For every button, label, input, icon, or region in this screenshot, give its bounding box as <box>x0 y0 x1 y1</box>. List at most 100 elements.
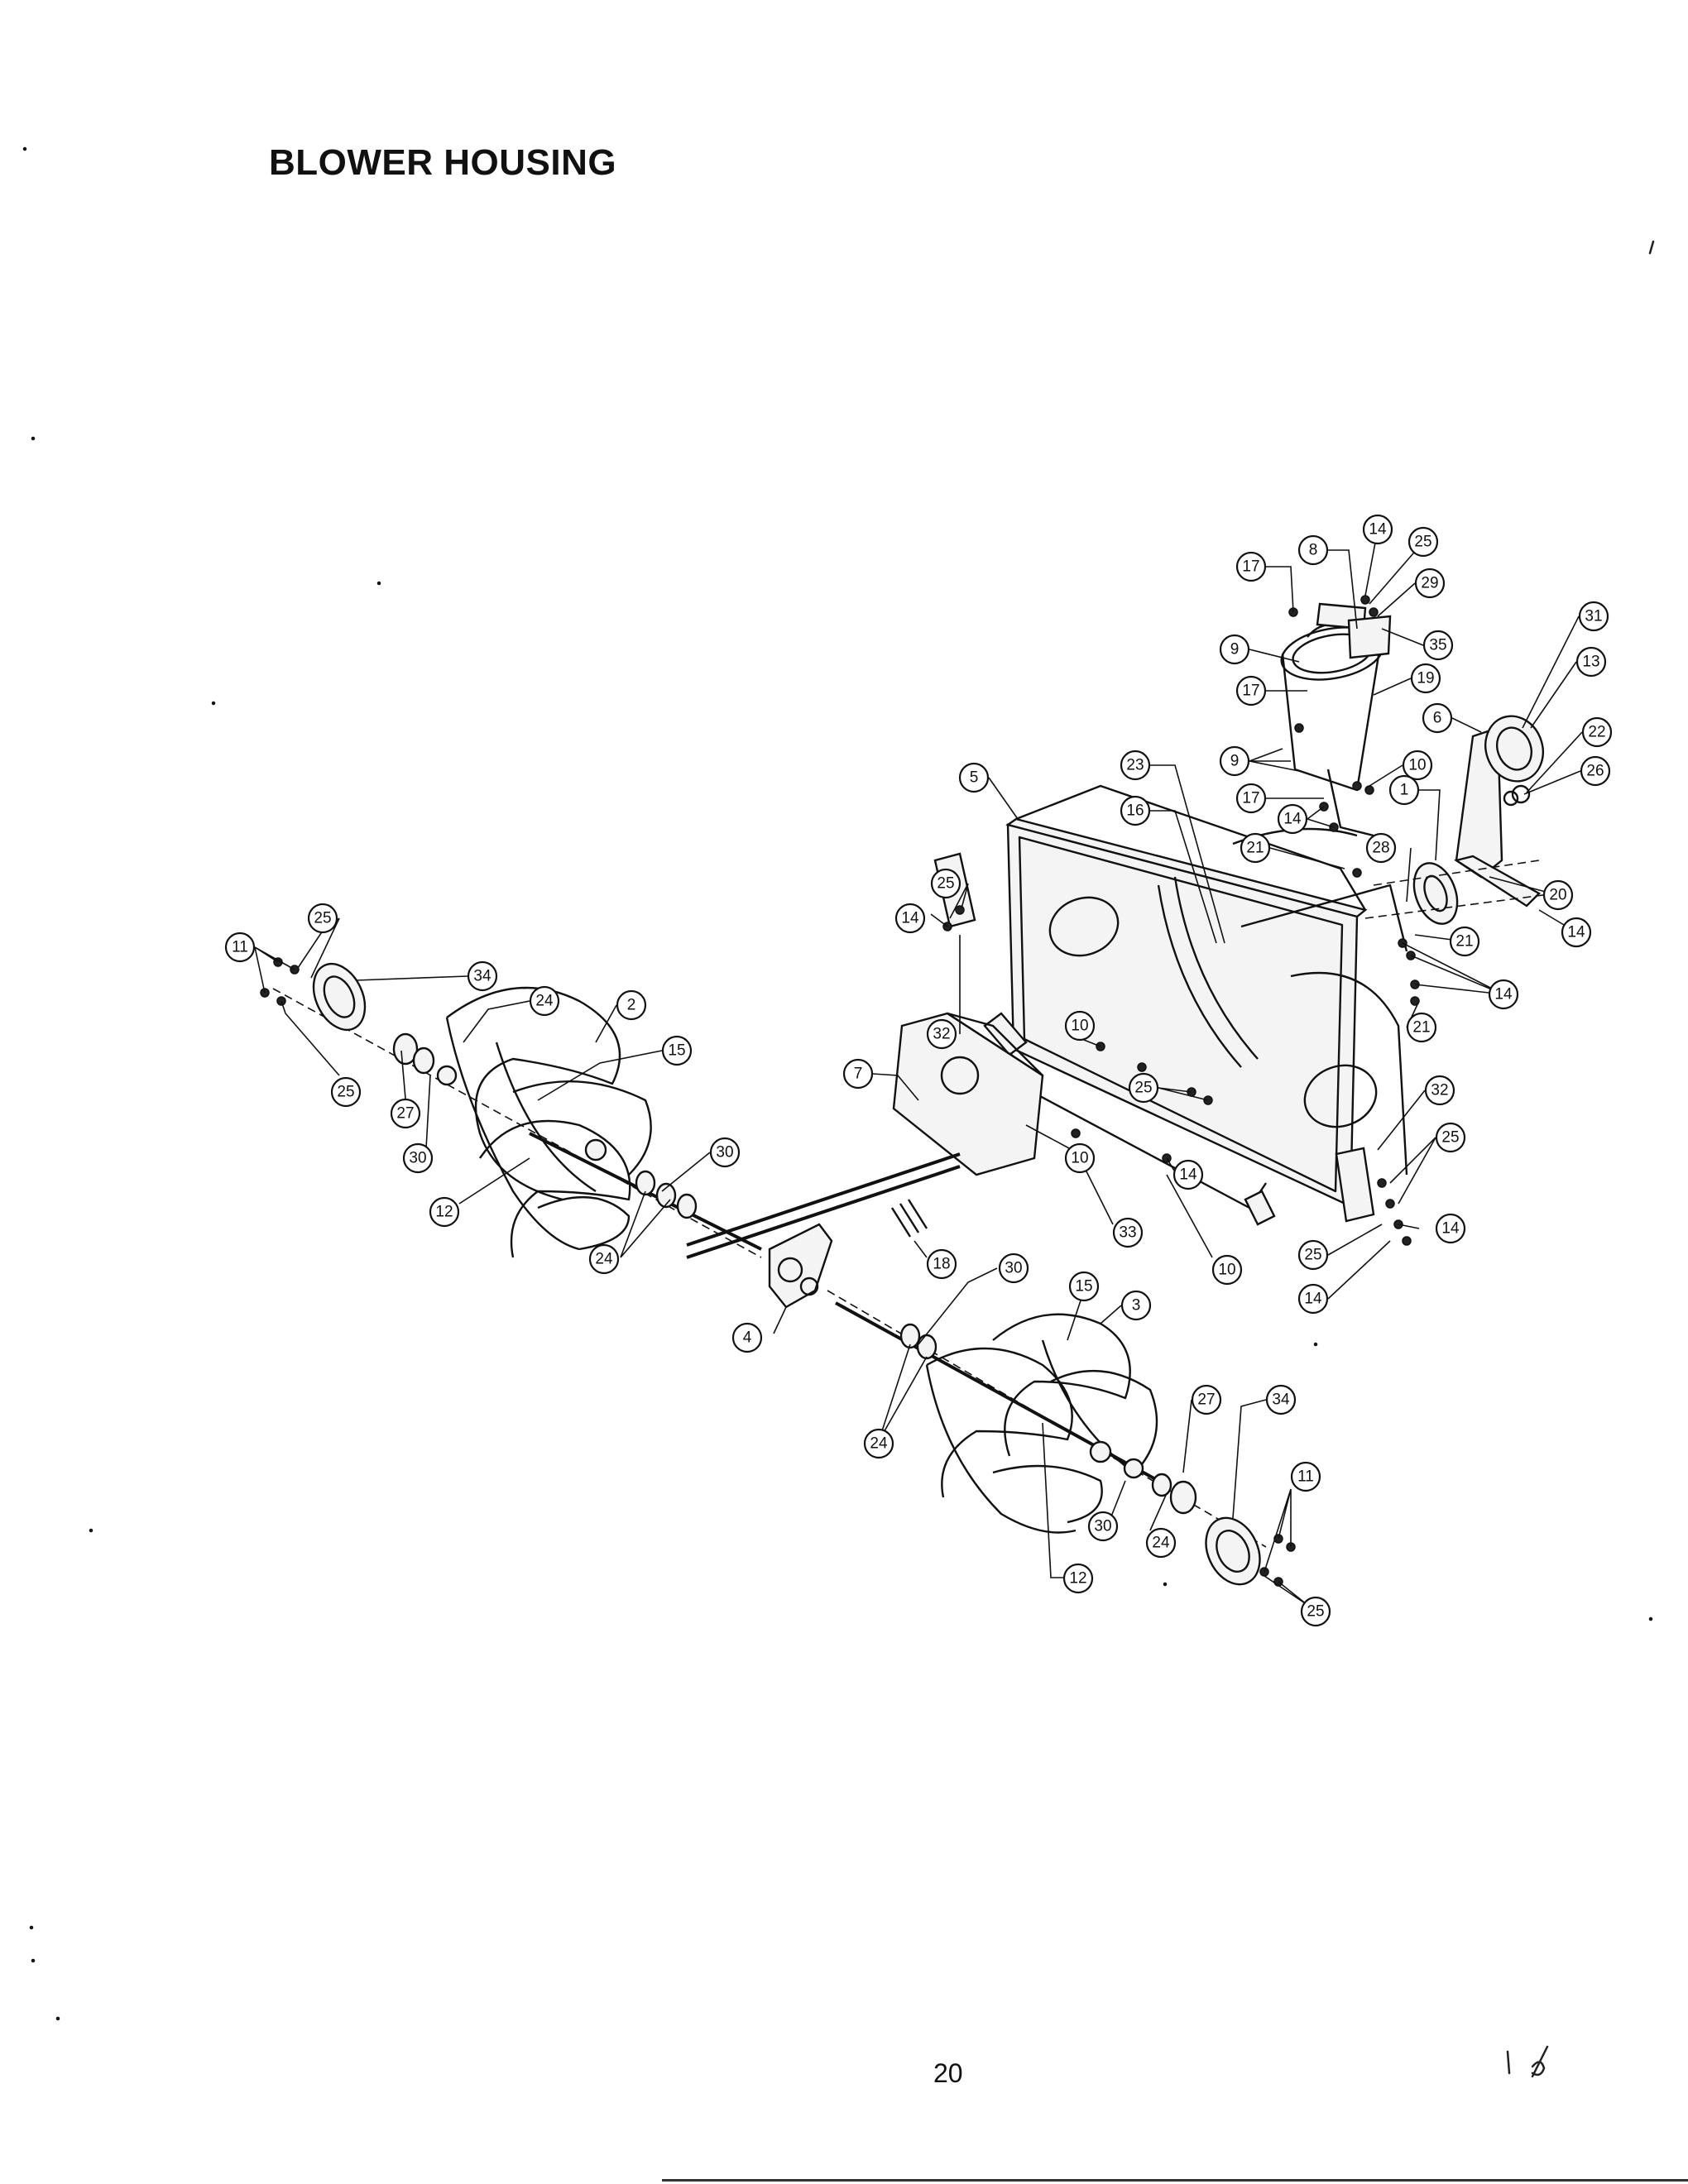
callout: 25 <box>307 903 338 934</box>
callout: 14 <box>1172 1159 1204 1190</box>
callout-label: 10 <box>1071 1018 1088 1035</box>
callout: 12 <box>429 1196 460 1228</box>
callout-label: 13 <box>1582 654 1599 671</box>
callout: 25 <box>330 1076 362 1108</box>
right-bearing-assembly <box>635 1170 1296 1587</box>
callout-label: 25 <box>1414 534 1431 551</box>
callout: 25 <box>1297 1239 1329 1271</box>
callout: 10 <box>1402 750 1433 781</box>
callout: 27 <box>1191 1384 1222 1415</box>
gearbox <box>768 1223 833 1309</box>
callout-label: 7 <box>854 1066 863 1083</box>
callout-label: 33 <box>1119 1224 1136 1242</box>
callout: 3 <box>1120 1290 1152 1321</box>
callout-label: 26 <box>1586 763 1604 780</box>
callout-label: 30 <box>716 1144 733 1161</box>
page-number: 20 <box>933 2058 963 2088</box>
callout: 17 <box>1235 551 1267 582</box>
callout-label: 20 <box>1549 887 1566 904</box>
callout-label: 21 <box>1412 1019 1430 1037</box>
callout-label: 23 <box>1126 757 1144 774</box>
callout-label: 30 <box>409 1150 426 1167</box>
callout-label: 16 <box>1126 802 1144 820</box>
callout-label: 12 <box>435 1204 453 1221</box>
callout: 14 <box>1435 1213 1466 1244</box>
callout: 25 <box>1407 526 1439 558</box>
callout: 21 <box>1449 926 1480 957</box>
callout-label: 14 <box>1369 521 1387 539</box>
callout-label: 21 <box>1455 933 1473 951</box>
callout: 14 <box>894 903 926 934</box>
callout-label: 14 <box>1179 1166 1197 1184</box>
callout-label: 32 <box>933 1026 950 1043</box>
callout-label: 25 <box>1441 1129 1459 1147</box>
callout-label: 15 <box>668 1042 685 1060</box>
callout-label: 25 <box>1307 1603 1324 1621</box>
callout-label: 25 <box>337 1084 354 1101</box>
callout: 30 <box>709 1137 741 1168</box>
callout: 31 <box>1578 601 1609 632</box>
callout: 12 <box>1062 1563 1094 1594</box>
callout-label: 24 <box>870 1435 888 1453</box>
callout: 30 <box>402 1142 434 1174</box>
callout: 25 <box>1435 1122 1466 1153</box>
callout-label: 28 <box>1372 840 1389 857</box>
callout: 1 <box>1388 774 1420 806</box>
callout: 4 <box>731 1322 763 1353</box>
callout: 26 <box>1580 755 1611 787</box>
callout: 10 <box>1064 1010 1096 1042</box>
callout: 14 <box>1488 979 1519 1010</box>
left-bearing-assembly <box>260 957 458 1086</box>
callout: 17 <box>1235 783 1267 814</box>
callout-label: 5 <box>970 769 979 787</box>
callout: 25 <box>1300 1596 1331 1627</box>
callout-label: 24 <box>535 993 554 1010</box>
callout-label: 25 <box>1134 1080 1152 1097</box>
callout: 21 <box>1240 832 1271 864</box>
callout: 24 <box>1145 1527 1177 1559</box>
callout-label: 9 <box>1230 753 1240 770</box>
callout-label: 27 <box>396 1105 414 1123</box>
callout: 5 <box>958 762 990 793</box>
callout-label: 11 <box>1297 1468 1314 1486</box>
callout: 21 <box>1406 1012 1437 1043</box>
callout-label: 9 <box>1230 641 1240 659</box>
scan-marks <box>22 146 1655 2078</box>
callout: 8 <box>1297 534 1329 566</box>
callout-label: 10 <box>1071 1150 1088 1167</box>
callout: 11 <box>224 932 256 963</box>
callout-label: 6 <box>1433 710 1442 727</box>
leader-lines <box>254 529 1583 1606</box>
callout: 11 <box>1290 1461 1321 1492</box>
callout: 30 <box>998 1252 1029 1284</box>
callout-label: 11 <box>232 939 248 956</box>
callout-label: 32 <box>1431 1082 1448 1099</box>
callout-label: 15 <box>1075 1278 1092 1296</box>
callout: 14 <box>1277 803 1308 835</box>
callout: 28 <box>1365 832 1397 864</box>
housing-assembly <box>933 784 1408 1226</box>
callout: 19 <box>1410 663 1441 694</box>
callout: 13 <box>1575 646 1607 678</box>
callout-label: 30 <box>1005 1260 1022 1277</box>
callout-label: 25 <box>1304 1247 1321 1264</box>
drive-assembly <box>1364 715 1556 925</box>
callout-label: 14 <box>1441 1220 1460 1238</box>
callout: 34 <box>1265 1384 1297 1415</box>
callout-label: 31 <box>1585 608 1602 625</box>
callout-label: 10 <box>1218 1262 1235 1279</box>
callout-label: 8 <box>1309 542 1318 559</box>
callout-label: 25 <box>937 875 954 893</box>
callout-label: 17 <box>1242 682 1259 700</box>
callout: 29 <box>1414 568 1446 599</box>
callout-label: 22 <box>1588 724 1605 741</box>
callout-label: 19 <box>1417 670 1434 687</box>
callout: 34 <box>467 960 498 992</box>
callout: 18 <box>926 1248 957 1280</box>
left-auger <box>445 986 652 1258</box>
chute-assembly <box>1280 602 1392 837</box>
callout: 24 <box>529 985 560 1017</box>
callout: 22 <box>1581 716 1613 748</box>
callout: 10 <box>1064 1142 1096 1174</box>
